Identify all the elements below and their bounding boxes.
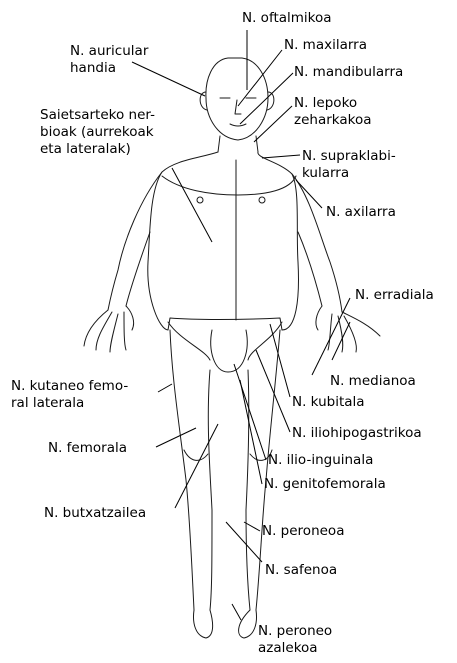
leader-peroneo-azalekoa (232, 604, 241, 620)
left-nipple (197, 197, 203, 203)
leader-erradiala (312, 298, 350, 375)
label-femorala: N. femorala (48, 440, 127, 457)
label-axilarra: N. axilarra (326, 204, 396, 221)
leader-supraklabikularra (262, 155, 300, 158)
label-kutaneo-femoral: N. kutaneo femo- ral laterala (11, 378, 128, 412)
label-saietsarteko: Saietsarteko ner- bioak (aurrekoak eta l… (40, 107, 155, 158)
genitals (211, 330, 247, 372)
label-auricular-handia: N. auricular handia (70, 43, 148, 77)
label-mandibularra: N. mandibularra (294, 64, 403, 81)
leader-genitofemorala (240, 380, 262, 484)
chest-line (162, 176, 296, 195)
label-erradiala: N. erradiala (355, 287, 434, 304)
leader-femorala (156, 428, 196, 447)
head (206, 58, 268, 140)
left-leg (170, 330, 212, 610)
label-supraklabikularra: N. supraklabi- kularra (302, 148, 396, 182)
label-medianoa: N. medianoa (330, 373, 416, 390)
nose (235, 100, 241, 114)
mouth (230, 124, 246, 126)
pelvis (168, 322, 282, 360)
label-peroneo-azalekoa: N. peroneo azalekoa (258, 623, 332, 657)
left-hand (84, 306, 134, 352)
right-foot (239, 610, 257, 638)
leader-iliohipogastrikoa (256, 350, 290, 432)
leader-lepoko (254, 106, 292, 142)
neck (218, 136, 258, 152)
left-foot (194, 610, 213, 638)
label-iliohipogastrikoa: N. iliohipogastrikoa (292, 425, 422, 442)
right-hand (316, 306, 380, 352)
leader-kutaneo (158, 384, 172, 392)
torso (148, 152, 299, 330)
label-butxatzailea: N. butxatzailea (44, 505, 146, 522)
label-kubitala: N. kubitala (292, 394, 365, 411)
right-nipple (259, 197, 265, 203)
leader-saietsarteko (172, 168, 212, 242)
leader-safenoa (226, 522, 262, 562)
label-genitofemorala: N. genitofemorala (264, 476, 386, 493)
label-peroneoa: N. peroneoa (262, 523, 344, 540)
label-ilio-inguinala: N. ilio-inguinala (268, 452, 373, 469)
label-maxilarra: N. maxilarra (284, 37, 367, 54)
label-lepoko-zeharkakoa: N. lepoko zeharkakoa (294, 95, 372, 129)
label-oftalmikoa: N. oftalmikoa (242, 10, 332, 27)
right-arm (292, 174, 342, 312)
label-safenoa: N. safenoa (265, 562, 337, 579)
leader-ilioinguinala (234, 364, 266, 460)
